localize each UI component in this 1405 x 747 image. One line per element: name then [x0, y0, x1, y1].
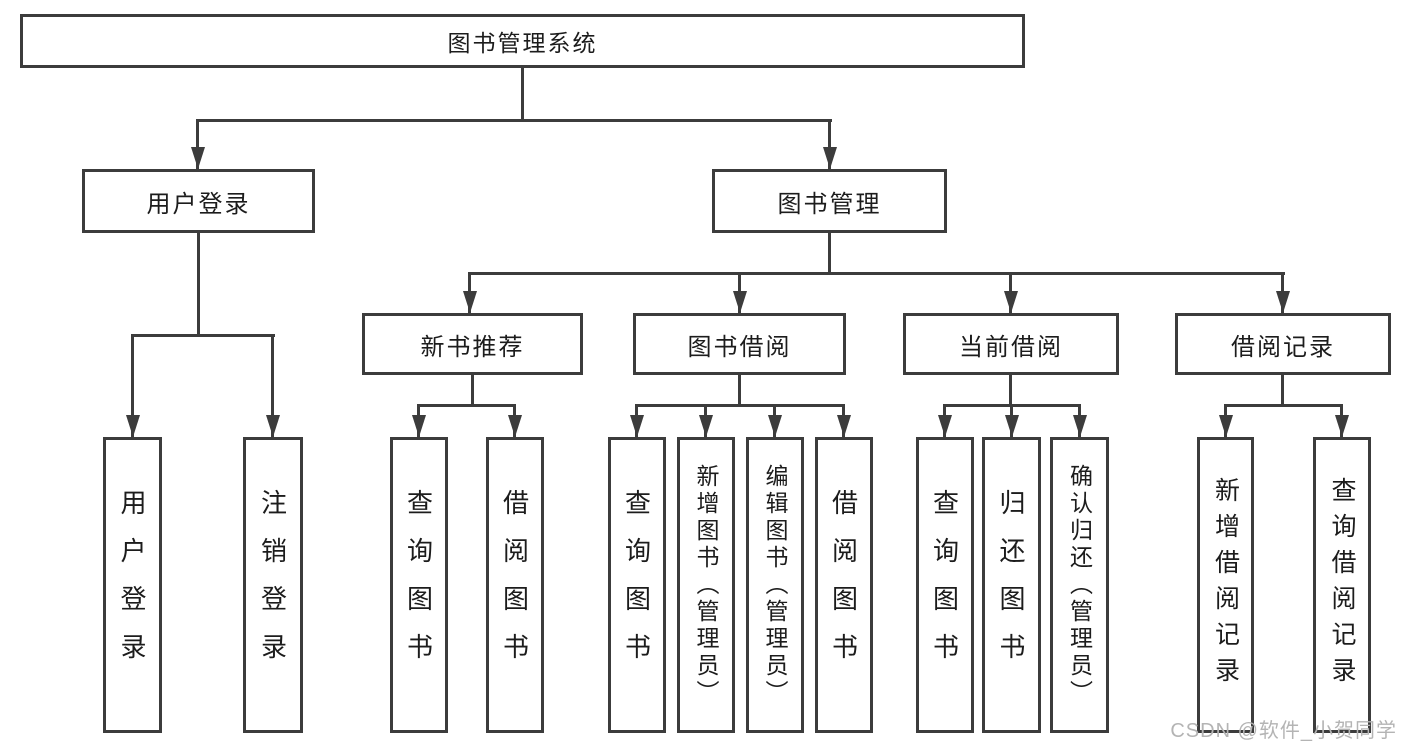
node-book-management: 图书管理 [712, 169, 947, 233]
node-current-borrowing: 当前借阅 [903, 313, 1119, 375]
leaf-confirm-return-admin-label: 确认归还（管理员） [1066, 463, 1093, 707]
node-new-book-recommendation: 新书推荐 [362, 313, 583, 375]
arrow-to-leaf-query-borrow-record [1340, 404, 1343, 437]
connector-new-book-vline [471, 374, 474, 407]
arrow-to-user-login [196, 119, 199, 169]
connector-book-borrowing-vline [738, 374, 741, 407]
connector-book-management-vline [828, 232, 831, 275]
leaf-user-login-label: 用户登录 [117, 489, 147, 681]
node-book-borrowing-label: 图书借阅 [687, 333, 792, 361]
leaf-borrow-books-2-label: 借阅图书 [828, 489, 859, 681]
arrow-to-leaf-borrow-books-1 [513, 404, 516, 437]
leaf-borrow-books-1: 借阅图书 [486, 437, 544, 733]
leaf-logout: 注销登录 [243, 437, 303, 733]
node-borrowing-records: 借阅记录 [1175, 313, 1391, 375]
node-book-management-label: 图书管理 [777, 190, 882, 218]
leaf-query-borrow-record-label: 查询借阅记录 [1328, 477, 1356, 693]
connector-borrowing-records-vline [1281, 374, 1284, 407]
node-new-book-recommendation-label: 新书推荐 [420, 333, 525, 361]
leaf-add-book-admin: 新增图书（管理员） [677, 437, 735, 733]
arrow-to-leaf-confirm-return [1078, 404, 1081, 437]
arrow-to-borrowing-records [1281, 272, 1284, 313]
node-user-login-group: 用户登录 [82, 169, 315, 233]
arrow-to-leaf-edit-book [773, 404, 776, 437]
leaf-logout-label: 注销登录 [257, 489, 288, 681]
leaf-add-borrow-record-label: 新增借阅记录 [1211, 477, 1240, 693]
arrow-to-current-borrowing [1009, 272, 1012, 313]
arrow-to-leaf-logout [271, 334, 274, 437]
arrow-to-leaf-query-books-1 [417, 404, 420, 437]
connector-current-borrowing-vline [1009, 374, 1012, 407]
leaf-query-books-3-label: 查询图书 [929, 489, 960, 681]
arrow-to-leaf-add-book [704, 404, 707, 437]
connector-root-hline [196, 119, 832, 122]
leaf-query-borrow-record: 查询借阅记录 [1313, 437, 1371, 733]
node-current-borrowing-label: 当前借阅 [959, 333, 1063, 361]
leaf-borrow-books-1-label: 借阅图书 [499, 489, 530, 681]
node-book-borrowing: 图书借阅 [633, 313, 846, 375]
arrow-to-leaf-borrow-books-2 [842, 404, 845, 437]
leaf-query-books-2-label: 查询图书 [621, 489, 652, 681]
connector-root-vline [521, 68, 524, 122]
connector-book-management-hline [469, 272, 1285, 275]
leaf-return-books: 归还图书 [982, 437, 1041, 733]
leaf-user-login: 用户登录 [103, 437, 162, 733]
node-library-management-system: 图书管理系统 [20, 14, 1025, 68]
leaf-return-books-label: 归还图书 [996, 489, 1026, 681]
connector-book-borrowing-hline [635, 404, 845, 407]
node-borrowing-records-label: 借阅记录 [1231, 333, 1335, 361]
connector-user-login-vline [197, 232, 200, 337]
arrow-to-new-book-recommendation [468, 272, 471, 313]
leaf-query-books-1: 查询图书 [390, 437, 448, 733]
leaf-edit-book-admin: 编辑图书（管理员） [746, 437, 804, 733]
connector-borrowing-records-hline [1224, 404, 1343, 407]
leaf-add-borrow-record: 新增借阅记录 [1197, 437, 1254, 733]
leaf-confirm-return-admin: 确认归还（管理员） [1050, 437, 1109, 733]
leaf-query-books-1-label: 查询图书 [403, 489, 434, 681]
arrow-to-leaf-query-books-3 [943, 404, 946, 437]
csdn-watermark: CSDN @软件_小贺同学 [1170, 720, 1397, 742]
leaf-query-books-2: 查询图书 [608, 437, 666, 733]
arrow-to-book-management [828, 119, 831, 169]
node-user-login-group-label: 用户登录 [146, 190, 251, 218]
arrow-to-leaf-return-books [1010, 404, 1013, 437]
arrow-to-leaf-add-borrow-record [1224, 404, 1227, 437]
leaf-edit-book-admin-label: 编辑图书（管理员） [762, 463, 788, 707]
connector-new-book-hline [417, 404, 516, 407]
arrow-to-leaf-query-books-2 [635, 404, 638, 437]
leaf-borrow-books-2: 借阅图书 [815, 437, 873, 733]
leaf-add-book-admin-label: 新增图书（管理员） [693, 463, 719, 707]
arrow-to-book-borrowing [738, 272, 741, 313]
leaf-query-books-3: 查询图书 [916, 437, 974, 733]
connector-user-login-hline [131, 334, 275, 337]
arrow-to-leaf-user-login [131, 334, 134, 437]
node-library-management-system-label: 图书管理系统 [447, 30, 598, 56]
